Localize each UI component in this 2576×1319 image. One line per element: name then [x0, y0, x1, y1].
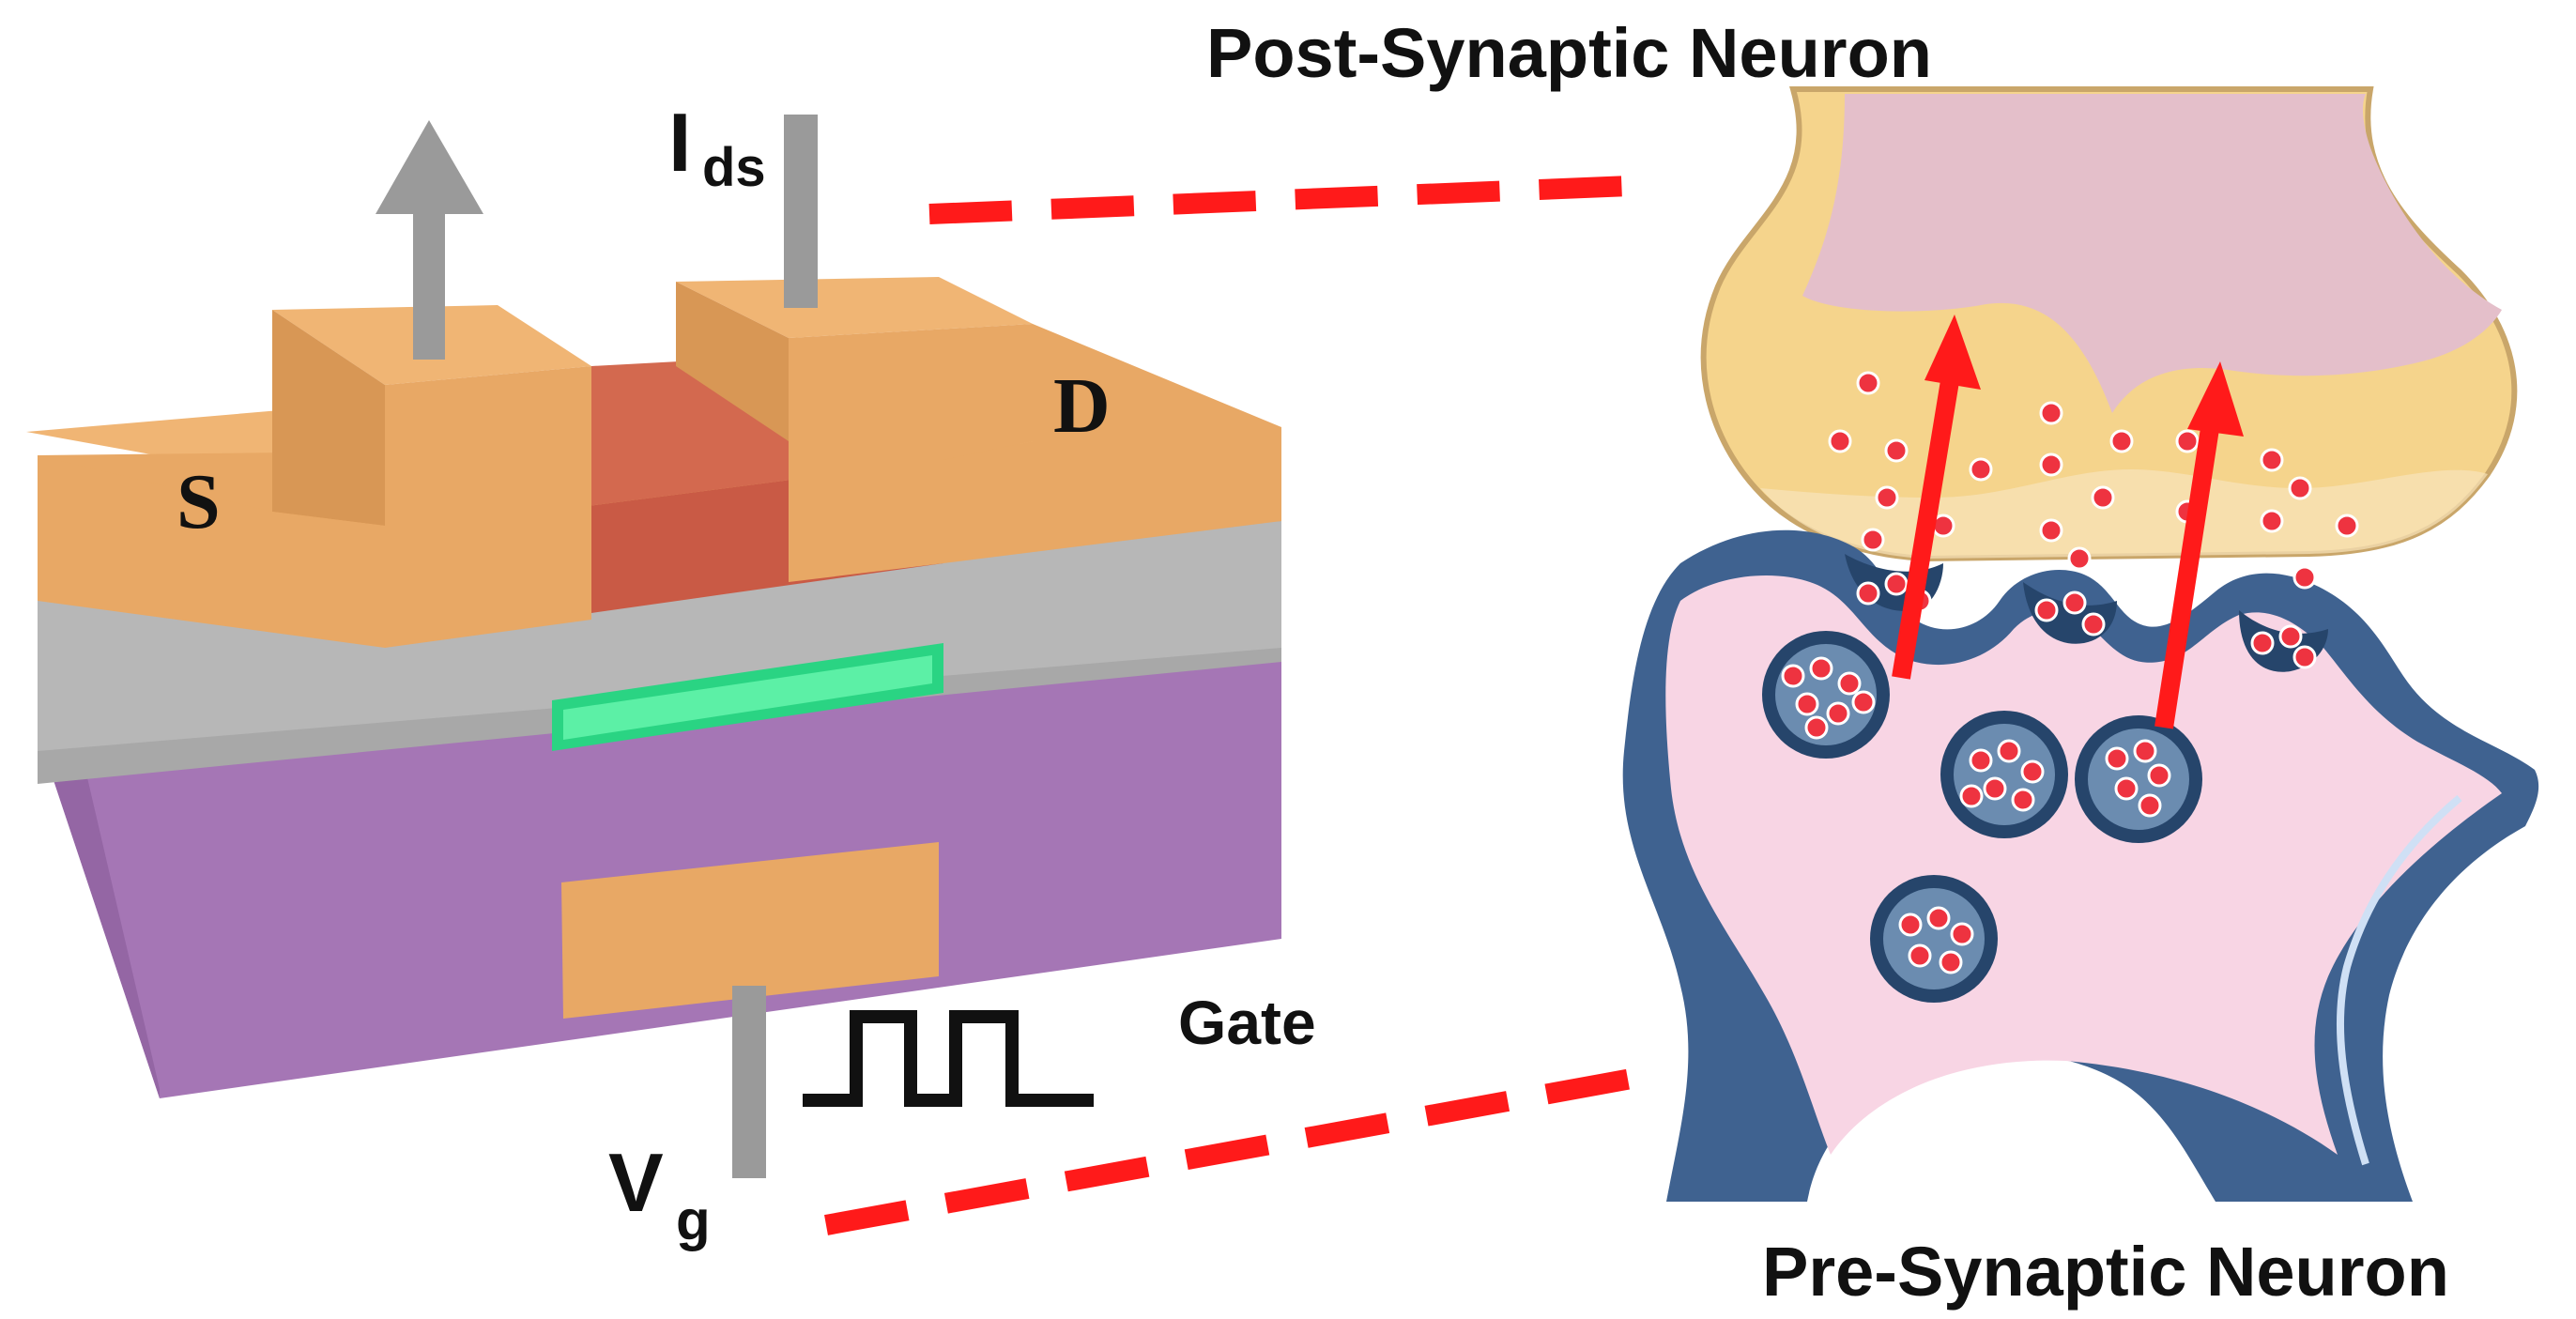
post-synaptic-neuron-label: Post-Synaptic Neuron	[1206, 14, 1932, 92]
synapse-illustration	[1622, 86, 2539, 1202]
drain-electrode-top	[676, 277, 1033, 338]
dielectric-layer	[38, 498, 1281, 779]
gate-label: Gate	[1178, 988, 1316, 1057]
pre-synaptic-neuron-label: Pre-Synaptic Neuron	[1762, 1233, 2449, 1311]
pre-synaptic-neuron-highlight	[2336, 794, 2462, 1166]
gate-electrode	[561, 842, 939, 1019]
signal-arrow-icon	[1892, 314, 1981, 680]
source-label: S	[176, 458, 221, 545]
upper-connector-dashes	[928, 176, 1633, 224]
vg-terminal-bar	[732, 986, 766, 1178]
current-arrow-icon	[376, 120, 483, 360]
source-electrode-side	[272, 310, 385, 526]
ids-terminal-bar	[784, 115, 818, 308]
drain-electrode-front	[789, 324, 1033, 582]
transistor-device	[26, 277, 1281, 1098]
vesicle	[1940, 711, 2068, 838]
charge-storage-layer-inner	[563, 655, 932, 740]
source-electrode-front	[385, 366, 591, 648]
post-synaptic-neuron-interior	[1802, 94, 2502, 413]
drain-electrode-front-right	[943, 324, 1281, 563]
vesicle	[2075, 715, 2202, 843]
vg-label-sub: g	[676, 1189, 711, 1251]
source-electrode-step	[38, 455, 385, 648]
vg-label-main: V	[608, 1136, 664, 1229]
drain-electrode-side	[676, 282, 789, 441]
ids-label-main: I	[668, 96, 691, 189]
ids-label-sub: ds	[702, 137, 766, 198]
signal-arrow-icon	[2154, 361, 2244, 729]
drain-label: D	[1053, 362, 1111, 450]
pulse-waveform-icon	[803, 1010, 1094, 1107]
vesicle	[1870, 875, 1998, 1003]
lower-connector-dashes	[824, 1065, 1654, 1235]
